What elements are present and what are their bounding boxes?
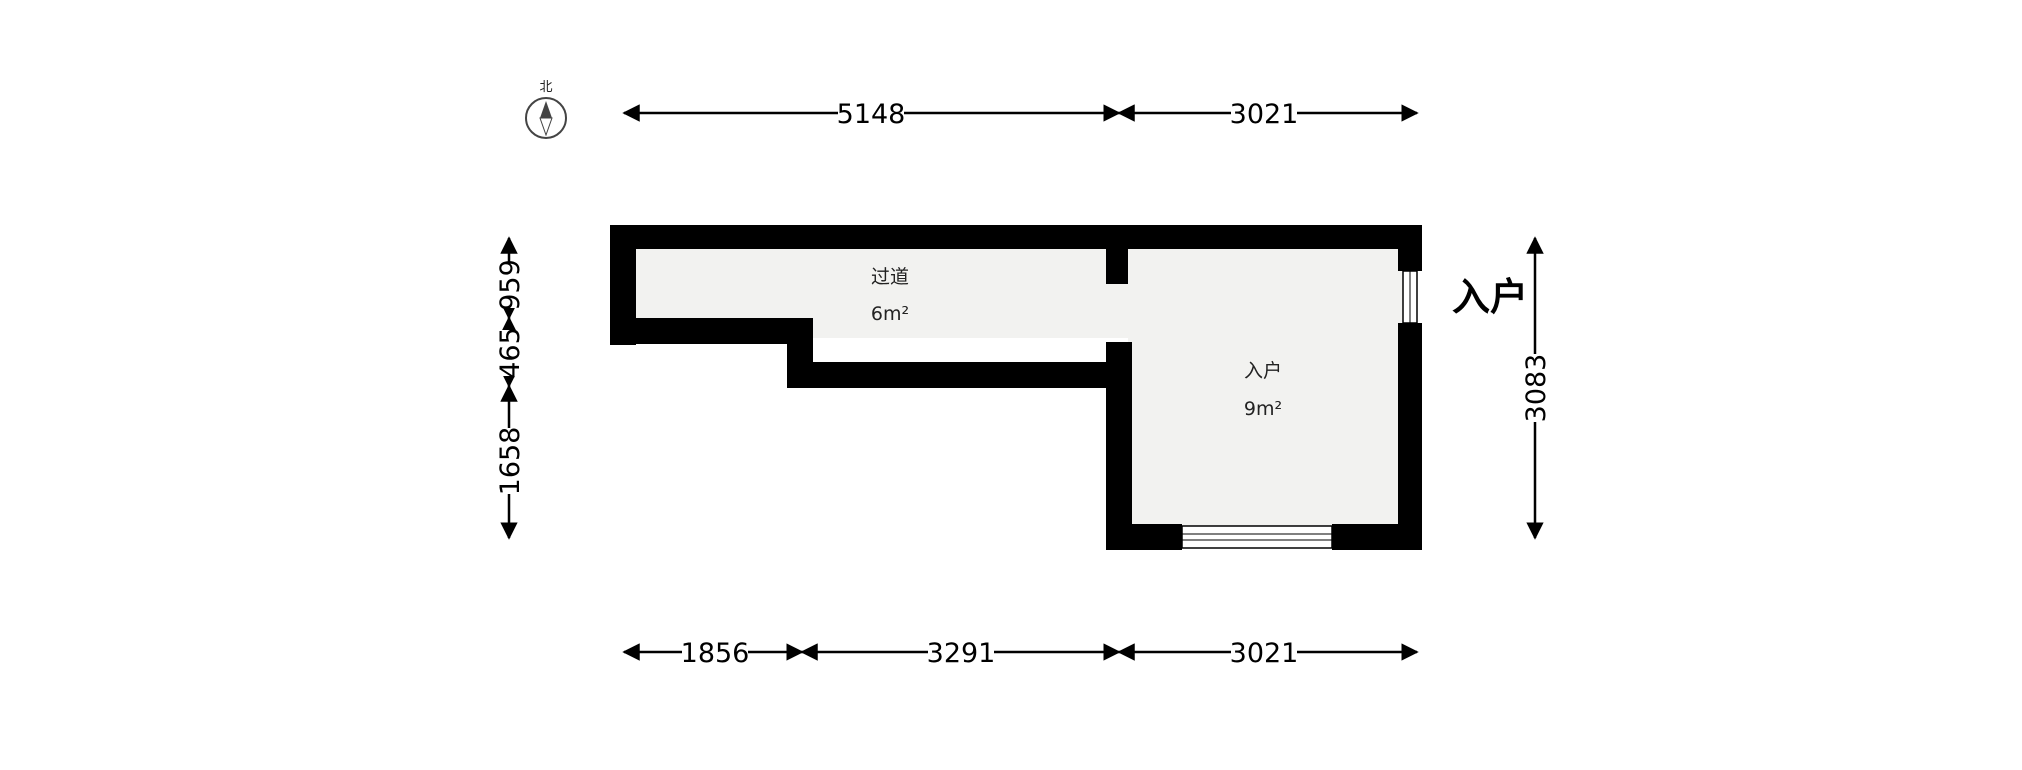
entry-room-floor xyxy=(1106,248,1406,526)
wall-entry-left xyxy=(1106,342,1132,550)
dimension-right: 3083 xyxy=(1519,236,1552,540)
wall-corridor-step xyxy=(610,318,812,344)
dim-bottom-3: 3021 xyxy=(1230,638,1299,669)
room-area-corridor: 6m² xyxy=(871,303,909,325)
window-bottom xyxy=(1181,525,1333,549)
north-label: 北 xyxy=(539,80,552,95)
room-name-entry: 入户 xyxy=(1244,360,1282,382)
dimension-bottom: 1856 3291 3021 xyxy=(622,636,1419,669)
dim-left-1: 959 xyxy=(495,259,526,311)
dimension-top: 5148 3021 xyxy=(622,96,1419,130)
dimension-left: 959 465 1658 xyxy=(493,236,526,540)
wall-entry-right-bottom xyxy=(1398,323,1422,550)
wall-corridor-bottom xyxy=(787,362,1131,388)
dim-bottom-1: 1856 xyxy=(681,638,750,669)
dim-right-1: 3083 xyxy=(1521,354,1552,423)
entry-label: 入户 xyxy=(1452,275,1528,319)
wall-partition-stub xyxy=(1106,248,1128,284)
wall-entry-right-top xyxy=(1398,225,1422,271)
corridor-floor xyxy=(636,248,1106,338)
floor-areas xyxy=(636,248,1406,526)
dim-top-2: 3021 xyxy=(1230,99,1299,130)
north-compass: 北 xyxy=(525,80,567,139)
room-area-entry: 9m² xyxy=(1244,398,1282,420)
wall-top xyxy=(610,225,1422,249)
dim-left-2: 465 xyxy=(495,327,526,379)
dim-top-1: 5148 xyxy=(837,99,906,130)
dim-left-3: 1658 xyxy=(495,427,526,496)
dim-bottom-2: 3291 xyxy=(927,638,996,669)
entry-door-opening xyxy=(1402,270,1418,324)
wall-entry-bottom-left xyxy=(1106,524,1182,550)
room-name-corridor: 过道 xyxy=(871,266,909,288)
walls xyxy=(610,225,1422,550)
